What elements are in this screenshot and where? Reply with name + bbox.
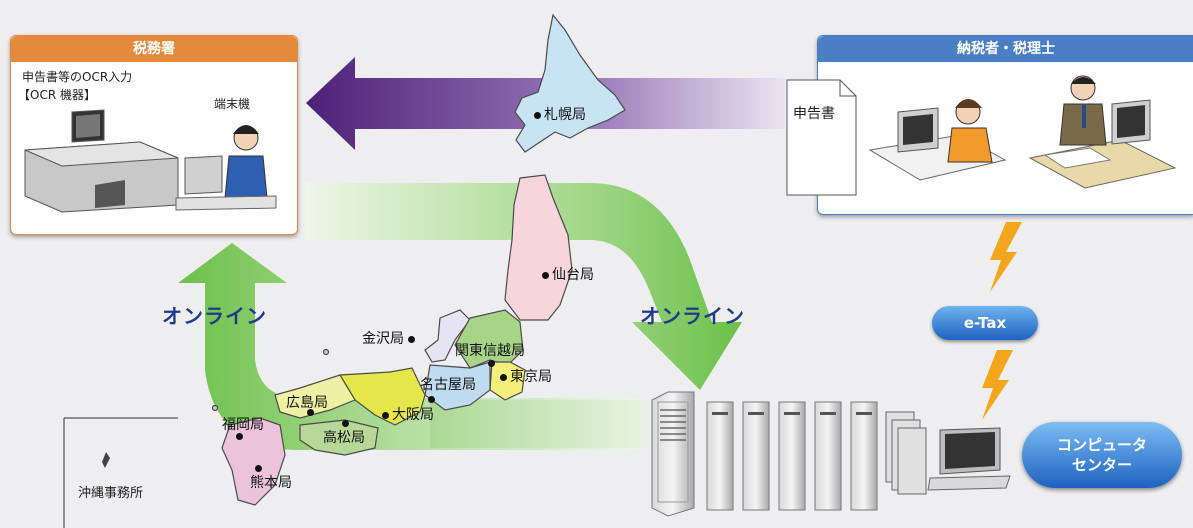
terminal-label: 端末機 xyxy=(214,97,251,111)
computer-center-line2: センター xyxy=(1071,456,1132,474)
tax-accountant-icon xyxy=(1059,75,1151,146)
ocr-device-label: 【OCR 機器】 xyxy=(18,88,96,102)
bureau-label: 金沢局 xyxy=(362,331,404,347)
osaka-region xyxy=(338,367,426,426)
tohoku-region xyxy=(504,174,573,321)
bureau-dot xyxy=(307,409,314,416)
bureau-sendai: 仙台局 xyxy=(542,264,594,284)
bureau-label: 熊本局 xyxy=(250,475,292,491)
bureau-dot xyxy=(255,465,262,472)
bureau-dot xyxy=(236,433,243,440)
bureau-nagoya: 名古屋局 xyxy=(420,374,476,394)
bureau-label: 関東信越局 xyxy=(455,343,525,359)
ocr-machine-icon xyxy=(24,109,179,213)
okinawa-inset xyxy=(63,417,178,528)
bureau-takamatsu: 高松局 xyxy=(323,427,365,447)
stacked-servers-icon xyxy=(885,411,927,495)
taxpayer-person-icon xyxy=(947,99,993,163)
server-icons xyxy=(706,401,878,511)
hokuriku-region xyxy=(424,309,471,363)
taxpayer-title: 納税者・税理士 xyxy=(818,36,1193,62)
etax-badge: e-Tax xyxy=(932,306,1038,340)
bureau-dot xyxy=(542,271,549,279)
bureau-label: 札幌局 xyxy=(544,107,586,123)
bureau-label: 福岡局 xyxy=(222,417,264,433)
bureau-fukuoka: 福岡局 xyxy=(222,414,264,434)
ocr-label: 申告書等のOCR入力 xyxy=(22,70,133,84)
bureau-label: 仙台局 xyxy=(552,267,594,283)
online-label-left: オンライン xyxy=(162,304,267,328)
document-icon xyxy=(786,79,857,196)
bureau-dot xyxy=(488,360,495,367)
server-rack-icon xyxy=(651,391,695,517)
accountant-desk-icon xyxy=(1028,139,1177,189)
online-label-right: オンライン xyxy=(640,304,745,328)
bureau-label: 高松局 xyxy=(323,430,365,446)
bureau-kanto-shinetsu: 関東信越局 xyxy=(455,340,525,360)
office-worker-icon xyxy=(175,125,277,211)
bureau-dot xyxy=(408,335,415,343)
bureau-label: 東京局 xyxy=(510,369,552,385)
bureau-dot xyxy=(534,111,541,119)
shikoku-region xyxy=(299,419,379,456)
monitor-icon xyxy=(927,427,1011,491)
bureau-dot xyxy=(500,373,507,381)
bureau-dot xyxy=(428,396,435,403)
bureau-hiroshima: 広島局 xyxy=(286,392,328,412)
hokkaido-region xyxy=(514,13,626,153)
computer-center-line1: コンピュータ xyxy=(1056,436,1147,454)
chugoku-region xyxy=(274,374,356,419)
bureau-osaka: 大阪局 xyxy=(382,404,434,424)
bureau-dot xyxy=(382,411,389,419)
japan-map xyxy=(211,13,626,506)
bureau-tokyo: 東京局 xyxy=(500,366,552,386)
bureau-kanazawa: 金沢局 xyxy=(362,328,418,348)
computer-center-badge: コンピュータ センター xyxy=(1022,422,1182,488)
bureau-label: 広島局 xyxy=(286,395,328,411)
bureau-kumamoto: 熊本局 xyxy=(250,472,292,492)
document-label: 申告書 xyxy=(793,106,835,122)
bureau-sapporo: 札幌局 xyxy=(534,104,586,124)
lightning-icon xyxy=(982,350,1013,420)
bureau-label: 大阪局 xyxy=(392,407,434,423)
green-arrow-to-center xyxy=(305,183,742,390)
okinawa-label: 沖縄事務所 xyxy=(78,486,144,501)
lightning-icon xyxy=(990,222,1022,292)
bureau-label: 名古屋局 xyxy=(420,377,476,393)
bureau-dot xyxy=(342,420,349,427)
tax-office-title: 税務署 xyxy=(11,36,297,62)
